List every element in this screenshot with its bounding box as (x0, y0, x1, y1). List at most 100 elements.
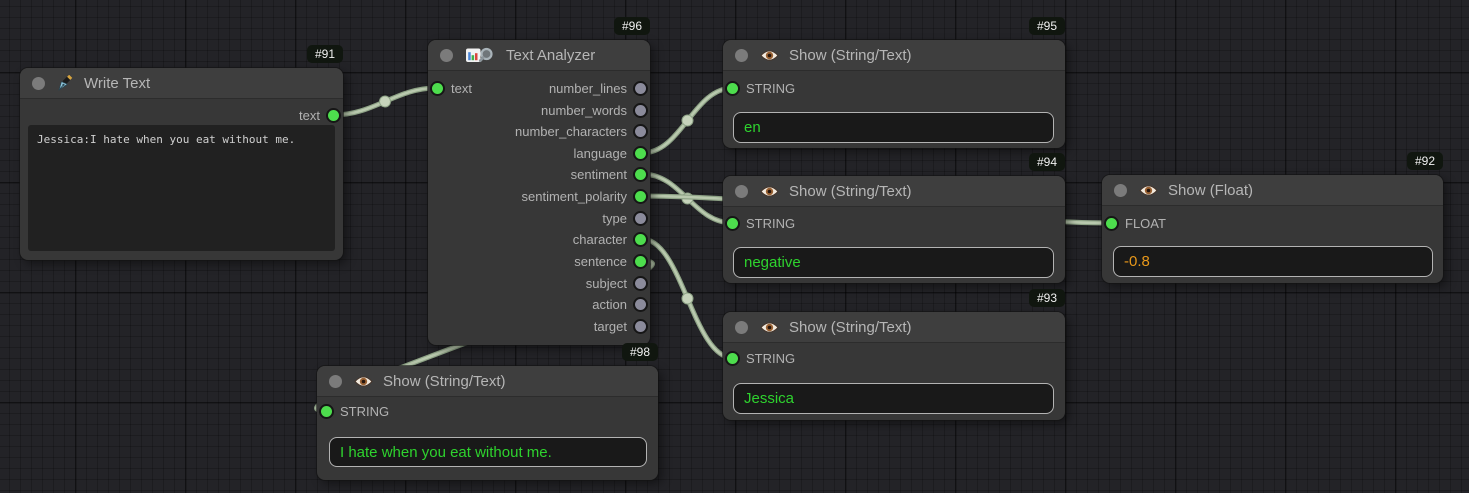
input-dot-STRING[interactable] (321, 406, 332, 417)
output-dot-subject[interactable] (635, 278, 646, 289)
port-STRING[interactable]: STRING (727, 213, 795, 234)
wire-midpoint-dot (681, 292, 694, 305)
collapse-dot[interactable] (735, 184, 748, 198)
node-id-badge: #96 (613, 17, 650, 35)
port-subject[interactable]: subject (586, 273, 646, 294)
port-label: text (451, 81, 472, 96)
wire-midpoint-dot (379, 95, 391, 108)
node-header[interactable]: Show (String/Text) (723, 312, 1065, 343)
output-dot-character[interactable] (635, 234, 646, 245)
port-sentence[interactable]: sentence (574, 251, 646, 272)
port-FLOAT[interactable]: FLOAT (1106, 213, 1166, 234)
node-id-badge: #95 (1028, 17, 1065, 35)
port-label: character (572, 232, 627, 247)
chart-search-icon (465, 47, 496, 64)
pen-icon (57, 74, 74, 92)
node-title: Show (String/Text) (789, 318, 912, 336)
port-number_words[interactable]: number_words (541, 100, 646, 121)
port-label: sentiment_polarity (521, 189, 628, 204)
port-label: type (602, 211, 627, 226)
node-title: Show (Float) (1168, 181, 1254, 199)
input-dot-text[interactable] (432, 83, 443, 94)
node-title: Write Text (84, 74, 151, 92)
output-dot-sentence[interactable] (635, 256, 646, 267)
node-header[interactable]: Show (String/Text) (723, 176, 1065, 207)
output-dot-sentiment_polarity[interactable] (635, 191, 646, 202)
node-header[interactable]: Text Analyzer (428, 40, 650, 71)
port-language[interactable]: language (573, 143, 646, 164)
output-dot-language[interactable] (635, 148, 646, 159)
port-label: FLOAT (1125, 216, 1166, 231)
output-dot-sentiment[interactable] (635, 169, 646, 180)
node-id-badge: #94 (1028, 153, 1065, 171)
collapse-dot[interactable] (735, 320, 748, 334)
port-label: action (592, 297, 627, 312)
output-dot-action[interactable] (635, 299, 646, 310)
node-id-badge: #93 (1028, 289, 1065, 307)
output-dot-number_characters[interactable] (635, 126, 646, 137)
port-text[interactable]: text (299, 105, 339, 126)
port-STRING[interactable]: STRING (321, 401, 389, 422)
port-label: subject (585, 276, 627, 291)
collapse-dot[interactable] (1114, 183, 1127, 197)
input-dot-STRING[interactable] (727, 218, 738, 229)
collapse-dot[interactable] (440, 48, 453, 62)
port-STRING[interactable]: STRING (727, 78, 795, 99)
node-title: Show (String/Text) (789, 46, 912, 64)
node-header[interactable]: Show (String/Text) (317, 366, 658, 397)
port-text[interactable]: text (432, 78, 472, 99)
port-label: STRING (746, 81, 796, 96)
port-target[interactable]: target (594, 316, 646, 337)
port-sentiment[interactable]: sentiment (571, 164, 646, 185)
input-dot-STRING[interactable] (727, 353, 738, 364)
port-STRING[interactable]: STRING (727, 348, 795, 369)
node-id-badge: #98 (621, 343, 658, 361)
node-title: Show (String/Text) (383, 372, 506, 390)
port-label: sentence (574, 254, 627, 269)
collapse-dot[interactable] (735, 48, 748, 62)
text-input[interactable]: Jessica:I hate when you eat without me. (28, 125, 335, 251)
port-action[interactable]: action (592, 294, 646, 315)
output-dot-number_words[interactable] (635, 105, 646, 116)
eye-icon (760, 185, 779, 198)
node-header[interactable]: Show (Float) (1102, 175, 1443, 206)
port-label: target (593, 319, 627, 334)
node-id-badge: #92 (1406, 152, 1443, 170)
output-dot-number_lines[interactable] (635, 83, 646, 94)
port-sentiment_polarity[interactable]: sentiment_polarity (521, 186, 646, 207)
value-display: Jessica (733, 383, 1054, 414)
port-label: number_characters (515, 124, 627, 139)
port-label: language (573, 146, 628, 161)
output-dot-target[interactable] (635, 321, 646, 332)
port-label: number_words (541, 103, 627, 118)
value-display: en (733, 112, 1054, 143)
port-number_characters[interactable]: number_characters (515, 121, 646, 142)
input-dot-STRING[interactable] (727, 83, 738, 94)
port-type[interactable]: type (602, 208, 646, 229)
node-header[interactable]: Show (String/Text) (723, 40, 1065, 71)
port-label: sentiment (570, 167, 627, 182)
collapse-dot[interactable] (32, 76, 45, 90)
port-label: STRING (746, 351, 796, 366)
output-dot-type[interactable] (635, 213, 646, 224)
collapse-dot[interactable] (329, 374, 342, 388)
value-display: -0.8 (1113, 246, 1433, 277)
port-label: STRING (340, 404, 390, 419)
port-number_lines[interactable]: number_lines (549, 78, 646, 99)
eye-icon (760, 321, 779, 334)
input-dot-FLOAT[interactable] (1106, 218, 1117, 229)
output-dot-text[interactable] (328, 110, 339, 121)
port-character[interactable]: character (573, 229, 646, 250)
node-title: Text Analyzer (506, 46, 596, 64)
node-id-badge: #91 (306, 45, 343, 63)
value-display: I hate when you eat without me. (329, 437, 647, 467)
node-header[interactable]: Write Text (20, 68, 343, 99)
